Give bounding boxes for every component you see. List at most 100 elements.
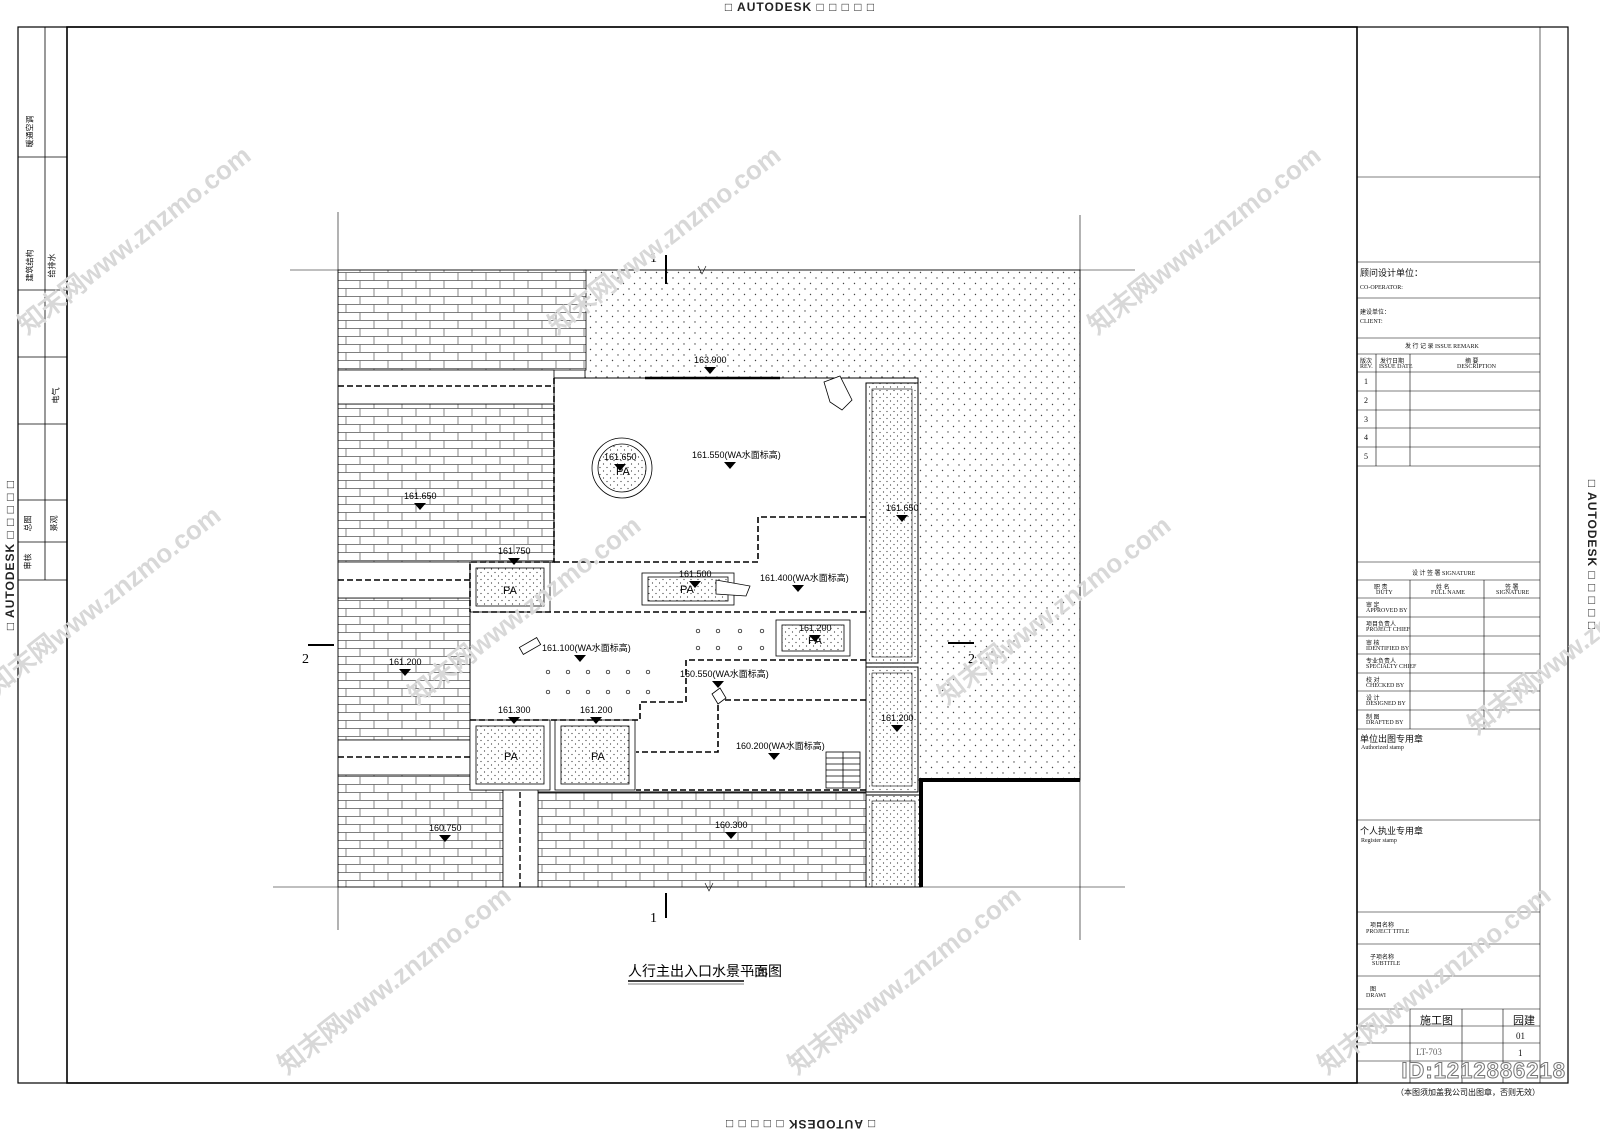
autodesk-banner-bottom: □ AUTODESK □ □ □ □ □ [724,1117,876,1131]
sign-cn: 签 署 [1505,585,1519,591]
elevation-marker [809,635,821,642]
duty-row-label-cn: 制 图 [1366,715,1380,721]
duty-row-label-en: CHECKED BY [1366,683,1405,689]
section-markers [308,255,974,918]
elevation-marker [768,753,780,760]
duty-row-label-en: DRAFTED BY [1366,720,1404,726]
wall-edge-bold [919,778,1080,887]
section-mark-1-bottom: 1 [650,911,657,926]
signature-header: 设 计 签 署 SIGNATURE [1412,571,1476,577]
duty-row-label-en: IDENTIFIED BY [1366,646,1410,652]
autodesk-banner-left: □ AUTODESK □ □ □ □ □ [3,479,17,631]
version-value: 1 [1518,1048,1523,1058]
rock-1 [823,375,853,411]
issue-date-cn: 发行日期 [1380,359,1405,365]
elevation-marker [614,464,626,471]
section-mark-2-left: 2 [302,652,309,667]
elevation-label: 163.900 [694,355,727,365]
elevation-label: 161.650 [604,452,637,462]
sign-en: SIGNATURE [1496,590,1530,596]
drain-grate [825,751,861,789]
duty-row-label-cn: 项目负责人 [1366,622,1397,628]
duty-row-label-en: SPECIALTY CHIEF [1366,664,1417,670]
strip-label-general: 总图 [23,515,33,532]
elevation-label: 161.650 [404,491,437,501]
discipline-value: 园建 [1513,1015,1535,1027]
elevation-label: 161.650 [886,503,919,513]
elevation-label: 160.750 [429,823,462,833]
authorized-stamp-en: Authorized stamp [1361,745,1404,751]
rev-row-1: 1 [1364,377,1368,386]
elevation-marker [704,367,716,374]
name-cn: 姓 名 [1436,585,1450,591]
elevation-label: 161.750 [498,546,531,556]
plan-drawing: 1 1 2 2 PA PA PA PA PA PA 163.900161.650… [273,212,1135,940]
elevation-label: 161.300 [498,705,531,715]
pa-planter-1 [475,567,545,607]
elevation-label: 161.200 [799,623,832,633]
elevation-marker [574,655,586,662]
elevation-marker [399,669,411,676]
strip-label-review: 审核 [23,553,33,570]
title-block-grid [1357,27,1541,1083]
issue-remark-header: 发 行 记 录 ISSUE REMARK [1405,344,1479,350]
duty-en: DUTY [1376,590,1393,596]
elevation-marker [414,503,426,510]
brick-paving-left-lower [337,774,504,888]
issue-date-en: ISSUE DATE [1379,364,1413,370]
duty-row-label-cn: 校 对 [1366,678,1380,684]
client-en: CLIENT: [1360,319,1383,325]
brick-paving-left-upper [337,403,555,563]
elevation-marker [792,585,804,592]
rev-cn: 版次 [1360,359,1373,365]
rock-2 [715,579,751,597]
pa-label-2: PA [680,584,695,596]
band-strip-1 [337,369,555,405]
strip-label-electrical: 电气 [51,387,61,404]
fountain-jets [545,628,765,695]
elevation-label: 161.100(WA水面标高) [542,642,631,653]
brick-paving-top [337,269,587,371]
duty-row-label-cn: 专业负责人 [1366,659,1397,665]
subtitle-en: SUBTITLE [1372,961,1401,967]
project-title-cn: 项目名称 [1370,923,1395,929]
elevation-label: 160.300 [715,820,748,830]
elevation-marker [896,515,908,522]
elevation-label: 161.200 [389,657,422,667]
validity-note: （本图须加盖我公司出图章，否则无效） [1396,1088,1540,1097]
client-cn: 建设单位： [1360,310,1391,316]
elevation-marker [712,681,724,688]
register-stamp-cn: 个人执业专用章 [1360,826,1424,836]
drawing-label-en: DRAWI [1366,993,1386,999]
strip-label-plumbing: 给排水 [47,253,57,278]
drawing-number: LT-703 [1416,1047,1442,1057]
elevation-marker [508,558,520,565]
elevation-label: 161.550(WA水面标高) [692,449,781,460]
elevation-marker [725,832,737,839]
section-mark-2-right: 2 [968,652,975,667]
elevation-label: 160.200(WA水面标高) [736,740,825,751]
stepping-stone [518,636,542,656]
strip-label-landscape: 景观 [49,515,59,532]
autodesk-banner-right: □ AUTODESK □ □ □ □ □ [1585,479,1599,631]
drawing-scale: 1:75 [750,968,768,979]
duty-row-label-en: DESIGNED BY [1366,701,1406,707]
planter-right-lower [865,794,922,888]
co-operator-en: CO-OPERATOR: [1360,285,1403,291]
left-strip [18,27,67,581]
asset-id-label: ID:1212886218 [1401,1058,1566,1084]
drawing-frame [66,26,1358,1084]
name-en: FULL NAME [1431,590,1465,596]
drawing-label-cn: 图 [1370,987,1377,993]
duty-row-label-cn: 审 核 [1366,641,1380,647]
duty-row-label-cn: 设 计 [1366,696,1380,702]
drawing-title: 人行主出入口水景平面图 [628,964,782,980]
description-en: DESCRIPTION [1457,364,1497,370]
rev-row-2: 2 [1364,396,1368,405]
elevation-label: 161.200 [881,713,914,723]
pa-label-1: PA [503,585,518,597]
duty-cn: 职 责 [1374,585,1388,591]
sheet-number: 01 [1516,1031,1525,1041]
elevation-marker [508,717,520,724]
